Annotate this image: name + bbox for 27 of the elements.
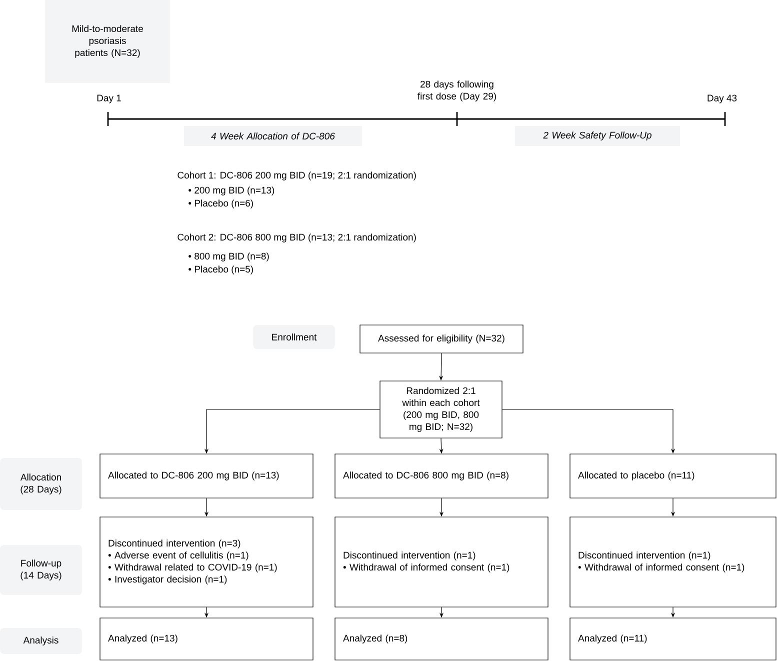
timeline-label: Day 1 xyxy=(97,94,121,104)
population-box: Mild-to-moderate psoriasis patients (N=32) xyxy=(45,0,170,83)
process-box: Assessed for eligibility (N=32) xyxy=(360,324,524,354)
process-box: Allocated to placebo (n=11) xyxy=(570,454,776,498)
process-box: Analyzed (n=11) xyxy=(570,618,776,660)
process-box: Discontinued intervention (n=3) • Adverse event of cellulitis (n=1) • Withdrawal related to COVID-19 (n=1) • Investigator decision (n=1) xyxy=(100,516,314,608)
process-box: Analyzed (n=8) xyxy=(334,618,548,660)
phase-band: 4 Week Allocation of DC-806 xyxy=(184,126,362,146)
stage-label: Allocation (28 Days) xyxy=(0,458,82,510)
process-box: Randomized 2:1 within each cohort (200 mg BID, 800 mg BID; N=32) xyxy=(380,380,502,438)
process-box: Allocated to DC-806 800 mg BID (n=8) xyxy=(334,454,548,498)
timeline-label: 28 days following first dose (Day 29) xyxy=(418,80,496,102)
cohort-item: • 800 mg BID (n=8) xyxy=(188,252,269,262)
stage-label: Enrollment xyxy=(253,325,335,349)
process-box: Allocated to DC-806 200 mg BID (n=13) xyxy=(100,454,314,498)
cohort-item: • Placebo (n=5) xyxy=(188,266,253,274)
timeline-label: Day 43 xyxy=(708,94,737,104)
process-box: Analyzed (n=13) xyxy=(100,618,314,660)
stage-label: Follow-up (14 Days) xyxy=(0,545,82,595)
cohort-text: Cohort 1: DC-806 200 mg BID (n=19; 2:1 randomization) xyxy=(178,172,416,180)
cohort-item: • 200 mg BID (n=13) xyxy=(188,186,274,196)
phase-band: 2 Week Safety Follow-Up xyxy=(515,126,680,146)
process-box: Discontinued intervention (n=1) • Withdrawal of informed consent (n=1) xyxy=(334,516,548,608)
cohort-item: • Placebo (n=6) xyxy=(188,200,253,208)
stage-label: Analysis xyxy=(0,628,82,654)
cohort-text: Cohort 2: DC-806 800 mg BID (n=13; 2:1 randomization) xyxy=(178,234,416,242)
process-box: Discontinued intervention (n=1) • Withdrawal of informed consent (n=1) xyxy=(570,516,776,608)
